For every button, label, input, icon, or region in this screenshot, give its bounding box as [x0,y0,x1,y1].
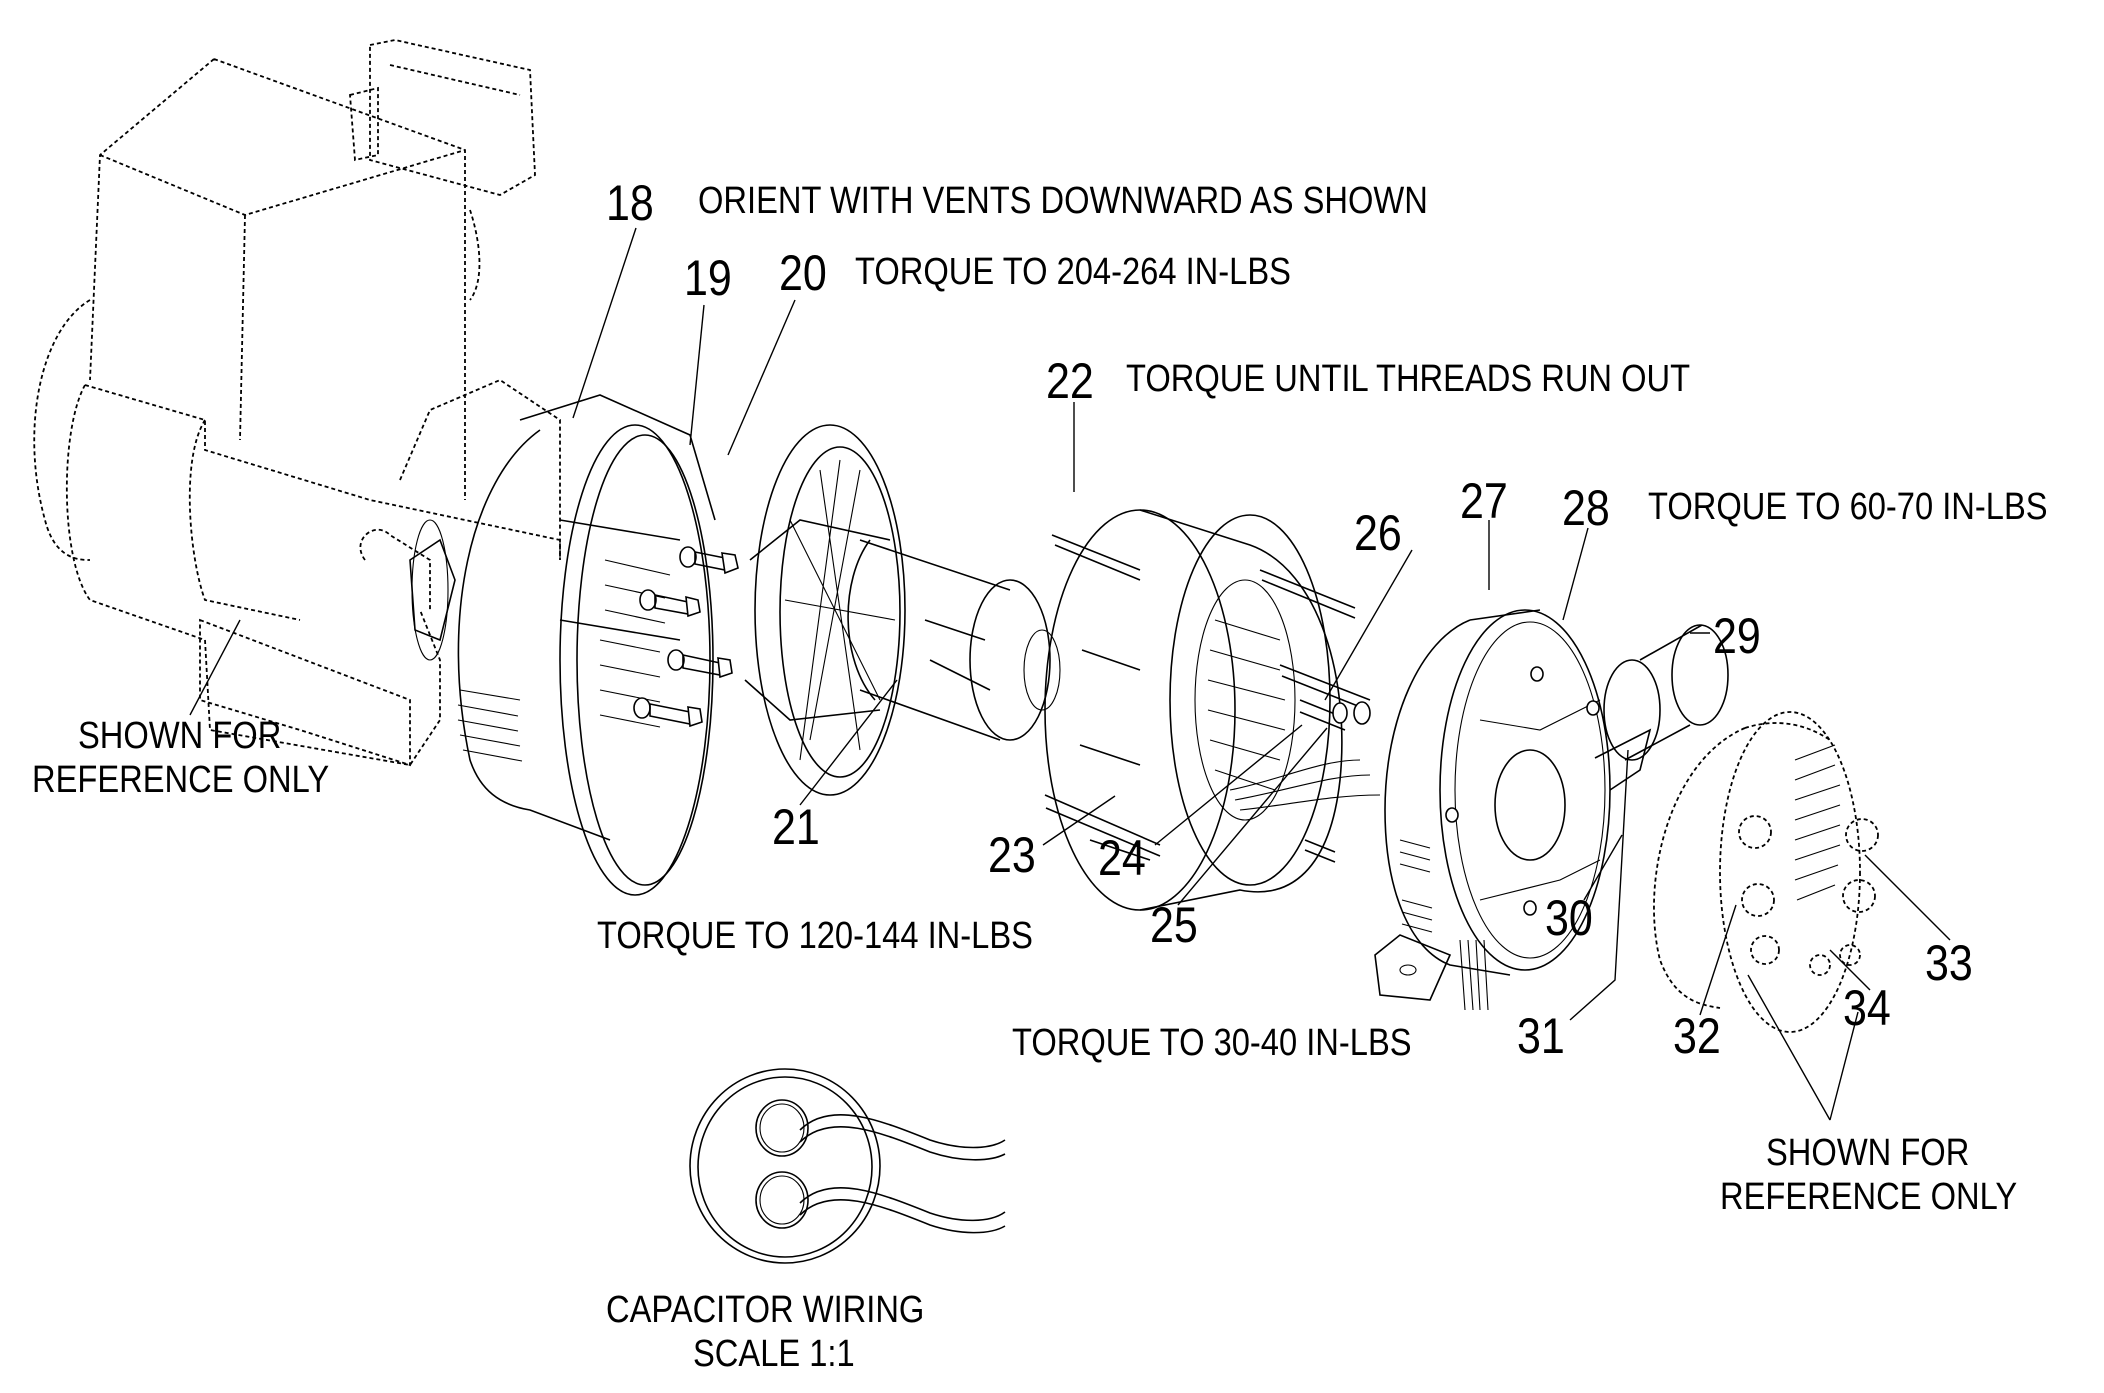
capacitor-wiring-detail [689,1068,1006,1264]
part-22-through-bolts [1044,534,1371,863]
leader-lines [189,227,1951,1121]
part-27-end-bell [1374,609,1652,1011]
note-torque-120-144: TORQUE TO 120-144 IN-LBS [597,915,1033,957]
part-18-housing [409,394,716,896]
callout-25: 25 [1150,897,1198,953]
callout-24: 24 [1098,830,1146,886]
part-21-rotor-fan [744,424,1061,796]
part-23-stator [1044,509,1343,911]
callout-30: 30 [1545,890,1593,946]
callout-21: 21 [772,799,820,855]
reference-left-line1: SHOWN FOR [78,715,282,757]
reference-right-line2: REFERENCE ONLY [1720,1176,2018,1218]
part-32-control-panel [1653,711,1879,1033]
note-torque-60-70: TORQUE TO 60-70 IN-LBS [1648,486,2048,528]
part-19-20-bolts [633,546,739,728]
note-torque-204-264: TORQUE TO 204-264 IN-LBS [855,251,1291,293]
callout-23: 23 [988,827,1036,883]
callout-28: 28 [1562,480,1610,536]
callout-33: 33 [1925,935,1973,991]
callout-26: 26 [1354,505,1402,561]
callout-18: 18 [606,175,654,231]
callout-32: 32 [1673,1008,1721,1064]
note-torque-30-40: TORQUE TO 30-40 IN-LBS [1012,1022,1412,1064]
capacitor-caption-line2: SCALE 1:1 [693,1333,855,1375]
capacitor-caption-line1: CAPACITOR WIRING [606,1289,925,1331]
part-29-capacitor [1603,624,1729,761]
reference-left-line2: REFERENCE ONLY [32,759,330,801]
note-orient-vents: ORIENT WITH VENTS DOWNWARD AS SHOWN [698,180,1428,222]
callout-31: 31 [1517,1008,1565,1064]
part-24-26-hardware [1229,699,1381,811]
callout-34: 34 [1843,980,1891,1036]
callout-27: 27 [1460,473,1508,529]
callout-29: 29 [1713,608,1761,664]
engine-reference [33,39,561,767]
reference-right-line1: SHOWN FOR [1766,1132,1970,1174]
callout-22: 22 [1046,353,1094,409]
note-torque-threads: TORQUE UNTIL THREADS RUN OUT [1126,358,1691,400]
callout-20: 20 [779,245,827,301]
callout-19: 19 [684,250,732,306]
